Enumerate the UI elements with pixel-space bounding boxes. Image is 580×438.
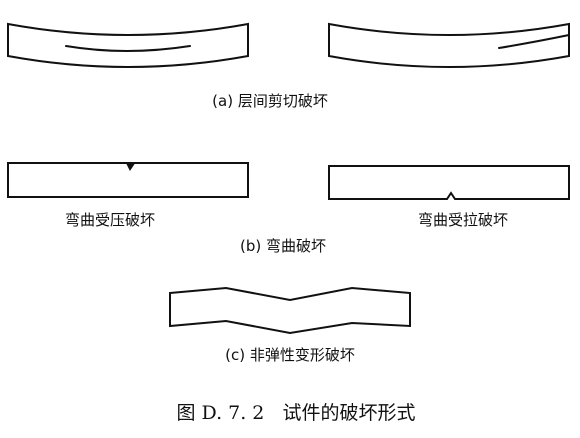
figure-caption: 图 D. 7. 2 试件的破坏形式 [176,402,415,424]
shear-crack [498,34,570,49]
specimen-bending-compression [7,162,249,198]
specimen-outline [328,165,570,200]
specimen-inelastic [169,286,411,335]
specimen-bending-tension [328,165,570,200]
specimen-outline [328,22,570,68]
label-bending: (b) 弯曲破坏 [240,237,326,255]
specimen-outline [169,286,411,335]
specimen-interlaminar-right [328,22,570,68]
label-inelastic: (c) 非弹性变形破坏 [225,346,355,364]
compression-notch [126,163,135,171]
label-bending-compression: 弯曲受压破坏 [65,211,155,229]
specimen-outline [7,22,249,68]
specimen-outline [7,162,249,198]
shear-crack [65,45,191,52]
label-bending-tension: 弯曲受拉破坏 [418,211,508,229]
specimen-interlaminar-left [7,22,249,68]
label-interlaminar: (a) 层间剪切破坏 [212,92,328,110]
